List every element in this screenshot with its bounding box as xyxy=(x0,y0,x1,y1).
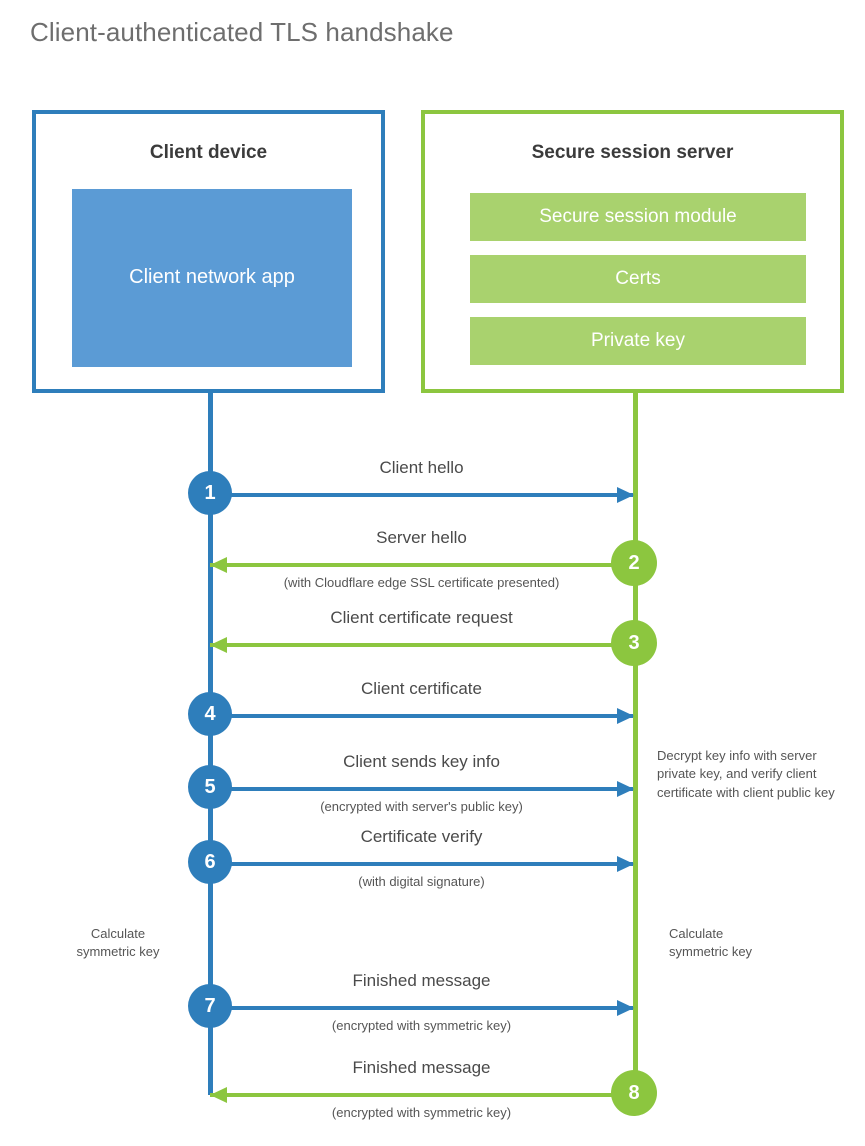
message-arrow-3 xyxy=(210,643,633,647)
step-marker-3: 3 xyxy=(611,620,657,666)
arrow-head-left-icon xyxy=(210,557,227,573)
arrow-head-left-icon xyxy=(210,637,227,653)
secure-session-server-title: Secure session server xyxy=(531,142,734,163)
message-arrow-5 xyxy=(210,787,633,791)
message-sublabel-8: (encrypted with symmetric key) xyxy=(331,1105,512,1120)
client-network-app-block: Client network app xyxy=(72,189,352,367)
message-arrow-4 xyxy=(210,714,633,718)
message-arrow-8 xyxy=(210,1093,633,1097)
step-marker-7: 7 xyxy=(188,984,232,1028)
note-server-decrypt-verify: Decrypt key info with server private key… xyxy=(657,748,835,800)
step-marker-2: 2 xyxy=(611,540,657,586)
secure-session-server-box: Secure session server Secure session mod… xyxy=(421,110,844,393)
message-label-7: Finished message xyxy=(352,971,491,990)
message-label-2: Server hello xyxy=(376,528,467,547)
message-label-4: Client certificate xyxy=(361,679,482,698)
arrow-head-right-icon xyxy=(617,1000,634,1016)
message-label-1: Client hello xyxy=(379,458,464,477)
server-lifeline xyxy=(633,391,638,1093)
message-sublabel-2: (with Cloudflare edge SSL certificate pr… xyxy=(283,575,560,590)
step-marker-6: 6 xyxy=(188,840,232,884)
message-arrow-7 xyxy=(210,1006,633,1010)
message-arrow-1 xyxy=(210,493,633,497)
arrow-head-right-icon xyxy=(617,781,634,797)
client-device-title: Client device xyxy=(149,142,268,163)
server-block-certs: Certs xyxy=(470,255,806,303)
arrow-head-left-icon xyxy=(210,1087,227,1103)
message-label-8: Finished message xyxy=(352,1058,491,1077)
message-label-3: Client certificate request xyxy=(330,608,513,627)
arrow-head-right-icon xyxy=(617,856,634,872)
server-block-private-key: Private key xyxy=(470,317,806,365)
server-block-secure-session-module: Secure session module xyxy=(470,193,806,241)
message-arrow-2 xyxy=(210,563,633,567)
message-sublabel-6: (with digital signature) xyxy=(358,874,485,889)
arrow-head-right-icon xyxy=(617,708,634,724)
message-label-6: Certificate verify xyxy=(360,827,483,846)
step-marker-8: 8 xyxy=(611,1070,657,1116)
message-arrow-6 xyxy=(210,862,633,866)
step-marker-1: 1 xyxy=(188,471,232,515)
message-sublabel-5: (encrypted with server's public key) xyxy=(320,799,523,814)
step-marker-4: 4 xyxy=(188,692,232,736)
client-device-box: Client device Client network app xyxy=(32,110,385,393)
page-title: Client-authenticated TLS handshake xyxy=(30,17,454,47)
arrow-head-right-icon xyxy=(617,487,634,503)
message-sublabel-7: (encrypted with symmetric key) xyxy=(331,1018,512,1033)
message-label-5: Client sends key info xyxy=(343,752,500,771)
client-lifeline xyxy=(208,391,213,1095)
step-marker-5: 5 xyxy=(188,765,232,809)
